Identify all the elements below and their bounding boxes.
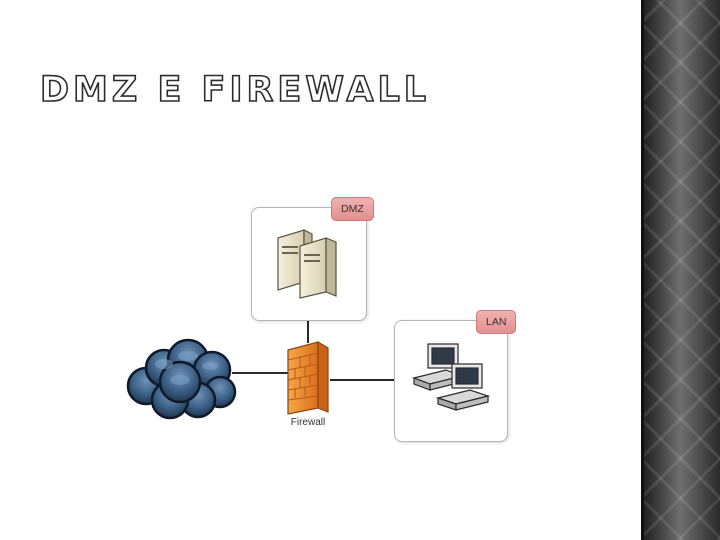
cloud-icon xyxy=(126,338,237,420)
link-firewall-dmz xyxy=(307,319,309,343)
link-internet-firewall xyxy=(232,372,288,374)
link-firewall-lan xyxy=(330,379,394,381)
computers-icon xyxy=(411,343,491,411)
dmz-zone-label: DMZ xyxy=(331,197,374,221)
firewall-label: Firewall xyxy=(290,417,326,428)
firewall-icon xyxy=(287,340,329,415)
servers-icon xyxy=(277,229,337,299)
decorative-side-panel xyxy=(641,0,720,540)
side-panel-divider xyxy=(641,0,644,540)
slide-title: DMZ e Firewall xyxy=(39,69,431,111)
lan-zone-label: LAN xyxy=(476,310,517,334)
